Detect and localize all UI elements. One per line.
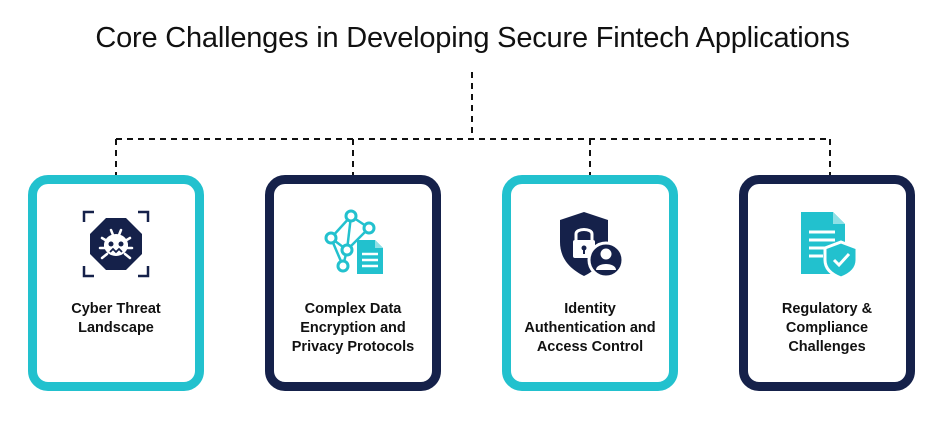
lock-user-icon [560, 212, 625, 279]
card-label: Identity Authentication and Access Contr… [524, 301, 656, 355]
card-identity-authentication: Identity Authentication and Access Contr… [502, 175, 678, 391]
card-label: Regulatory & Compliance Challenges [781, 301, 873, 355]
bug-shield-icon [82, 210, 150, 278]
card-cyber-threat: Cyber Threat Landscape [28, 175, 204, 391]
network-document-icon [324, 209, 383, 274]
card-label: Complex Data Encryption and Privacy Prot… [291, 301, 415, 355]
document-check-icon [801, 212, 859, 280]
card-label: Cyber Threat Landscape [71, 301, 161, 336]
card-regulatory-compliance: Regulatory & Compliance Challenges [739, 175, 915, 391]
card-data-encryption: Complex Data Encryption and Privacy Prot… [265, 175, 441, 391]
page-title: Core Challenges in Developing Secure Fin… [95, 22, 850, 54]
